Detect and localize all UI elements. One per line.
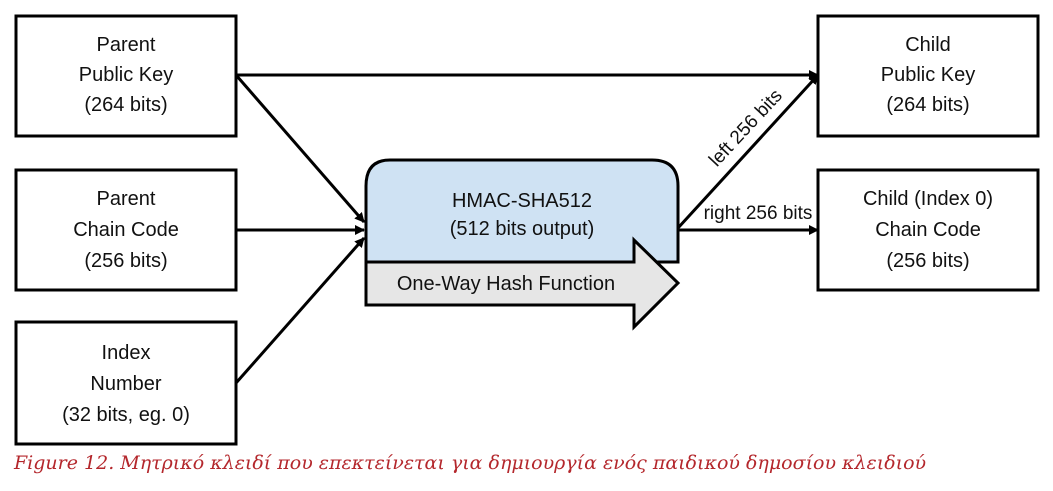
child-chain-code-line-3: (256 bits) xyxy=(886,250,969,272)
hmac-output-size: (512 bits output) xyxy=(450,218,595,240)
child-public-key-box: Child Public Key (264 bits) xyxy=(816,14,1040,138)
hmac-rounded-box xyxy=(364,158,680,264)
child-public-key-line-1: Child xyxy=(905,34,951,56)
arrow-hmac-to-child-key xyxy=(676,73,820,230)
parent-chain-code-line-1: Parent xyxy=(97,188,156,210)
connector-arrows xyxy=(234,70,820,384)
hash-function-arrow-shape xyxy=(364,236,681,331)
key-derivation-diagram: Parent Public Key (264 bits) Parent Chai… xyxy=(14,14,1040,446)
index-number-line-2: Number xyxy=(90,373,161,395)
hash-function-label: One-Way Hash Function xyxy=(397,273,615,295)
parent-public-key-line-1: Parent xyxy=(97,34,156,56)
child-public-key-line-3: (264 bits) xyxy=(886,94,969,116)
index-number-box: Index Number (32 bits, eg. 0) xyxy=(14,320,238,446)
figure-caption: Figure 12. Μητρικό κλειδί που επεκτείνετ… xyxy=(14,452,927,474)
right-256-bits-label: right 256 bits xyxy=(704,203,813,224)
parent-chain-code-line-2: Chain Code xyxy=(73,219,179,241)
child-chain-code-box: Child (Index 0) Chain Code (256 bits) xyxy=(816,168,1040,292)
child-public-key-line-2: Public Key xyxy=(881,64,976,86)
parent-public-key-box: Parent Public Key (264 bits) xyxy=(14,14,238,138)
arrow-parent-key-to-hmac xyxy=(234,74,366,223)
parent-chain-code-line-3: (256 bits) xyxy=(84,250,167,272)
child-chain-code-line-2: Chain Code xyxy=(875,219,981,241)
child-chain-code-line-1: Child (Index 0) xyxy=(863,188,993,210)
index-number-line-1: Index xyxy=(102,342,151,364)
left-256-bits-label: left 256 bits xyxy=(705,86,787,171)
index-number-line-3: (32 bits, eg. 0) xyxy=(62,404,190,426)
one-way-hash-arrow: One-Way Hash Function xyxy=(364,236,681,331)
parent-public-key-line-3: (264 bits) xyxy=(84,94,167,116)
hmac-title: HMAC-SHA512 xyxy=(452,190,592,212)
hmac-sha512-block: HMAC-SHA512 (512 bits output) xyxy=(364,158,680,264)
parent-public-key-line-2: Public Key xyxy=(79,64,174,86)
arrow-index-to-hmac xyxy=(234,237,366,384)
parent-chain-code-box: Parent Chain Code (256 bits) xyxy=(14,168,238,292)
